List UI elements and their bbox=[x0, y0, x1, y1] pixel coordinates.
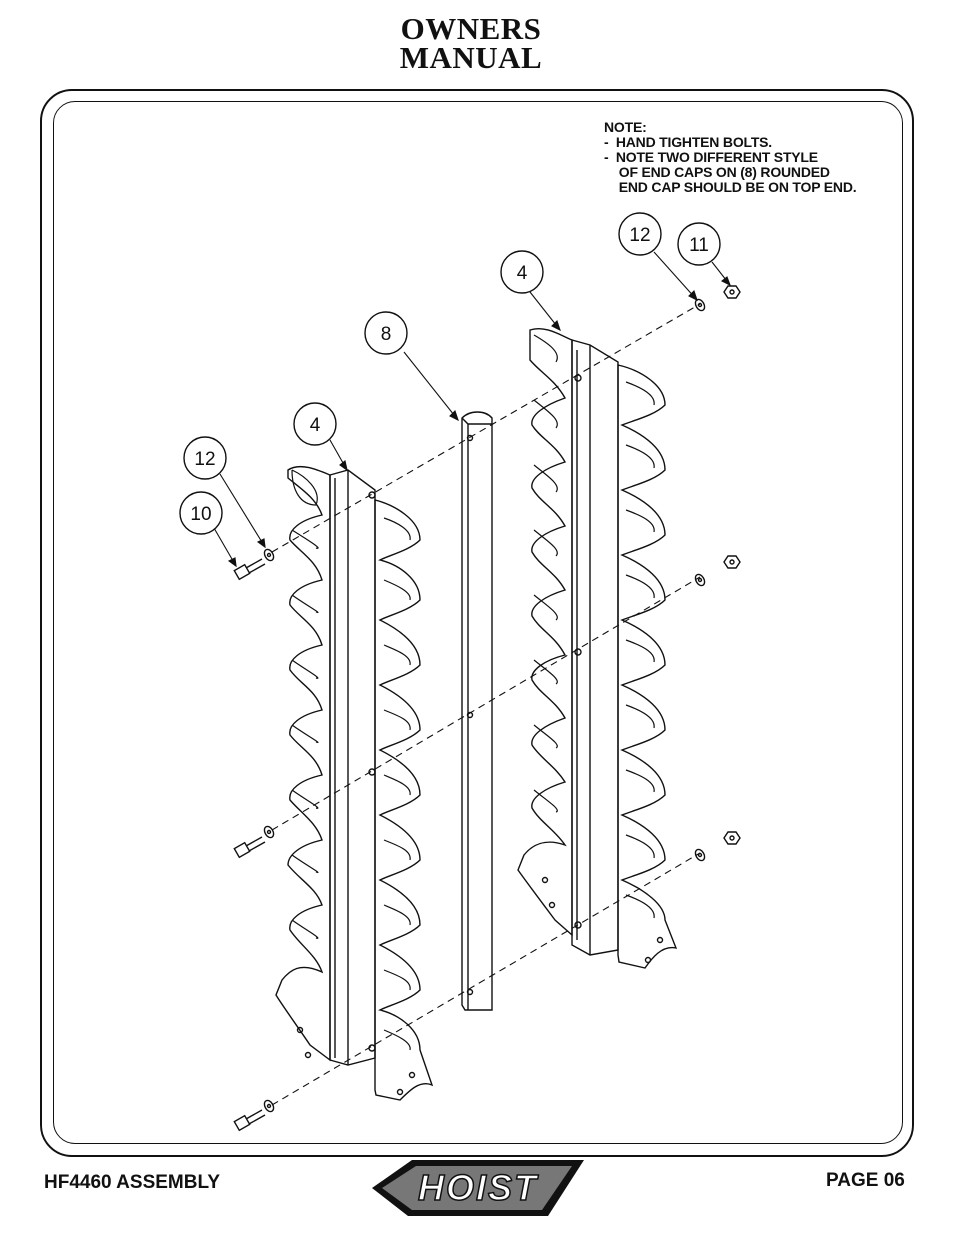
washer-icon bbox=[694, 573, 706, 587]
bolt-icon bbox=[233, 548, 275, 581]
callout-left-upright: 4 bbox=[293, 402, 337, 446]
svg-text:10: 10 bbox=[190, 504, 211, 525]
nut-icon bbox=[723, 555, 741, 569]
callout-right-upright: 4 bbox=[500, 250, 544, 294]
hoist-logo: HOIST bbox=[372, 1160, 584, 1216]
left-upright-hook-flange bbox=[275, 466, 331, 1062]
nut-icon bbox=[723, 285, 741, 299]
svg-text:11: 11 bbox=[689, 235, 709, 256]
crossbar bbox=[461, 411, 493, 1011]
alignment-lines bbox=[271, 303, 701, 1106]
bolt-icon bbox=[233, 1099, 275, 1132]
callout-leaders bbox=[213, 251, 732, 568]
assembly-note: NOTE: - HAND TIGHTEN BOLTS. - NOTE TWO D… bbox=[604, 119, 857, 195]
frame-inner bbox=[53, 101, 903, 1144]
left-upright bbox=[275, 466, 434, 1101]
svg-text:8: 8 bbox=[381, 324, 392, 345]
bolt-icon bbox=[233, 825, 275, 859]
note-line: OF END CAPS ON (8) ROUNDED bbox=[604, 164, 830, 180]
note-line: END CAP SHOULD BE ON TOP END. bbox=[604, 179, 857, 195]
right-upright-hook-flange-right bbox=[617, 364, 678, 969]
callout-washer-left: 12 bbox=[183, 436, 227, 480]
callout-bubbles: 4 8 4 12 10 12 11 bbox=[179, 212, 721, 535]
right-upright-hook-flange bbox=[517, 328, 573, 937]
washer-icon bbox=[694, 848, 706, 862]
frame-outer bbox=[40, 89, 914, 1157]
svg-text:4: 4 bbox=[517, 263, 528, 284]
footer-model: HF4460 ASSEMBLY bbox=[44, 1172, 220, 1193]
nut-icon bbox=[723, 831, 741, 845]
nut-set bbox=[694, 285, 741, 862]
left-upright-hook-flange-right bbox=[374, 499, 434, 1101]
washer-icon bbox=[694, 298, 706, 312]
callout-nut: 11 bbox=[677, 222, 721, 266]
title-line-2: MANUAL bbox=[399, 40, 543, 75]
bolt-set bbox=[233, 548, 275, 1132]
title-line-1: OWNERS bbox=[400, 11, 542, 46]
svg-text:4: 4 bbox=[310, 415, 321, 436]
svg-text:12: 12 bbox=[194, 449, 215, 470]
callout-crossbar: 8 bbox=[364, 311, 408, 355]
callout-washer-right: 12 bbox=[618, 212, 662, 256]
page-title: OWNERS MANUAL bbox=[0, 11, 942, 75]
callout-bolt: 10 bbox=[179, 491, 223, 535]
note-line: - NOTE TWO DIFFERENT STYLE bbox=[604, 149, 818, 165]
note-line: - HAND TIGHTEN BOLTS. bbox=[604, 134, 772, 150]
footer-page-number: PAGE 06 bbox=[826, 1170, 905, 1191]
logo-text: HOIST bbox=[418, 1167, 539, 1208]
left-upright-angle bbox=[329, 469, 376, 1066]
svg-text:12: 12 bbox=[629, 225, 650, 246]
right-upright-angle bbox=[571, 339, 619, 956]
right-upright bbox=[517, 328, 678, 969]
note-heading: NOTE: bbox=[604, 119, 647, 135]
